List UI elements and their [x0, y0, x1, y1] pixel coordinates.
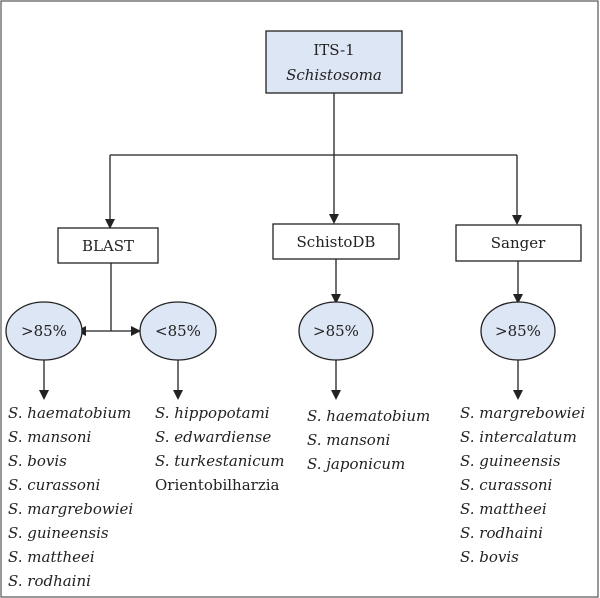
species-item: S. haematobium [8, 404, 131, 422]
species-item: S. hippopotami [155, 404, 270, 422]
species-item: S. curassoni [460, 476, 553, 494]
blast-threshold-low: <85% [155, 322, 201, 340]
method-sanger: Sanger >85% S. margrebowiei S. intercala… [455, 224, 585, 566]
species-item: Orientobilharzia [155, 476, 280, 494]
root-title: ITS-1 [313, 41, 354, 59]
species-item: S. mansoni [307, 431, 390, 449]
species-item: S. intercalatum [460, 428, 577, 446]
species-item: S. japonicum [307, 455, 405, 473]
schistodb-box [272, 223, 400, 260]
schistodb-species-list: S. haematobium S. mansoni S. japonicum [307, 407, 430, 473]
root-genus: Schistosoma [286, 66, 382, 84]
sanger-threshold: >85% [495, 322, 541, 340]
species-item: S. rodhaini [8, 572, 91, 590]
root-connectors [105, 93, 522, 229]
species-item: S. rodhaini [460, 524, 543, 542]
sanger-species-list: S. margrebowiei S. intercalatum S. guine… [460, 404, 585, 566]
species-item: S. guineensis [460, 452, 561, 470]
schistodb-threshold: >85% [313, 322, 359, 340]
blast-label: BLAST [82, 237, 134, 255]
sanger-label: Sanger [491, 234, 546, 252]
blast-high-species-list: S. haematobium S. mansoni S. bovis S. cu… [8, 404, 133, 590]
species-item: S. bovis [460, 548, 519, 566]
species-item: S. bovis [8, 452, 67, 470]
species-item: S. mansoni [8, 428, 91, 446]
species-item: S. edwardiense [155, 428, 271, 446]
method-schistodb: SchistoDB >85% S. haematobium S. mansoni… [272, 223, 430, 473]
sanger-box [455, 224, 582, 262]
species-item: S. curassoni [8, 476, 101, 494]
schistodb-label: SchistoDB [297, 233, 376, 251]
species-item: S. haematobium [307, 407, 430, 425]
species-item: S. mattheei [460, 500, 547, 518]
root-node: ITS-1 Schistosoma [265, 30, 403, 94]
blast-box [57, 227, 159, 264]
species-item: S. mattheei [8, 548, 95, 566]
blast-low-species-list: S. hippopotami S. edwardiense S. turkest… [155, 404, 285, 494]
species-item: S. margrebowiei [460, 404, 585, 422]
species-item: S. guineensis [8, 524, 109, 542]
blast-threshold-high: >85% [21, 322, 67, 340]
species-item: S. turkestanicum [155, 452, 285, 470]
method-blast: BLAST >85% <85% S. haematobium S. manson… [5, 227, 285, 590]
species-item: S. margrebowiei [8, 500, 133, 518]
